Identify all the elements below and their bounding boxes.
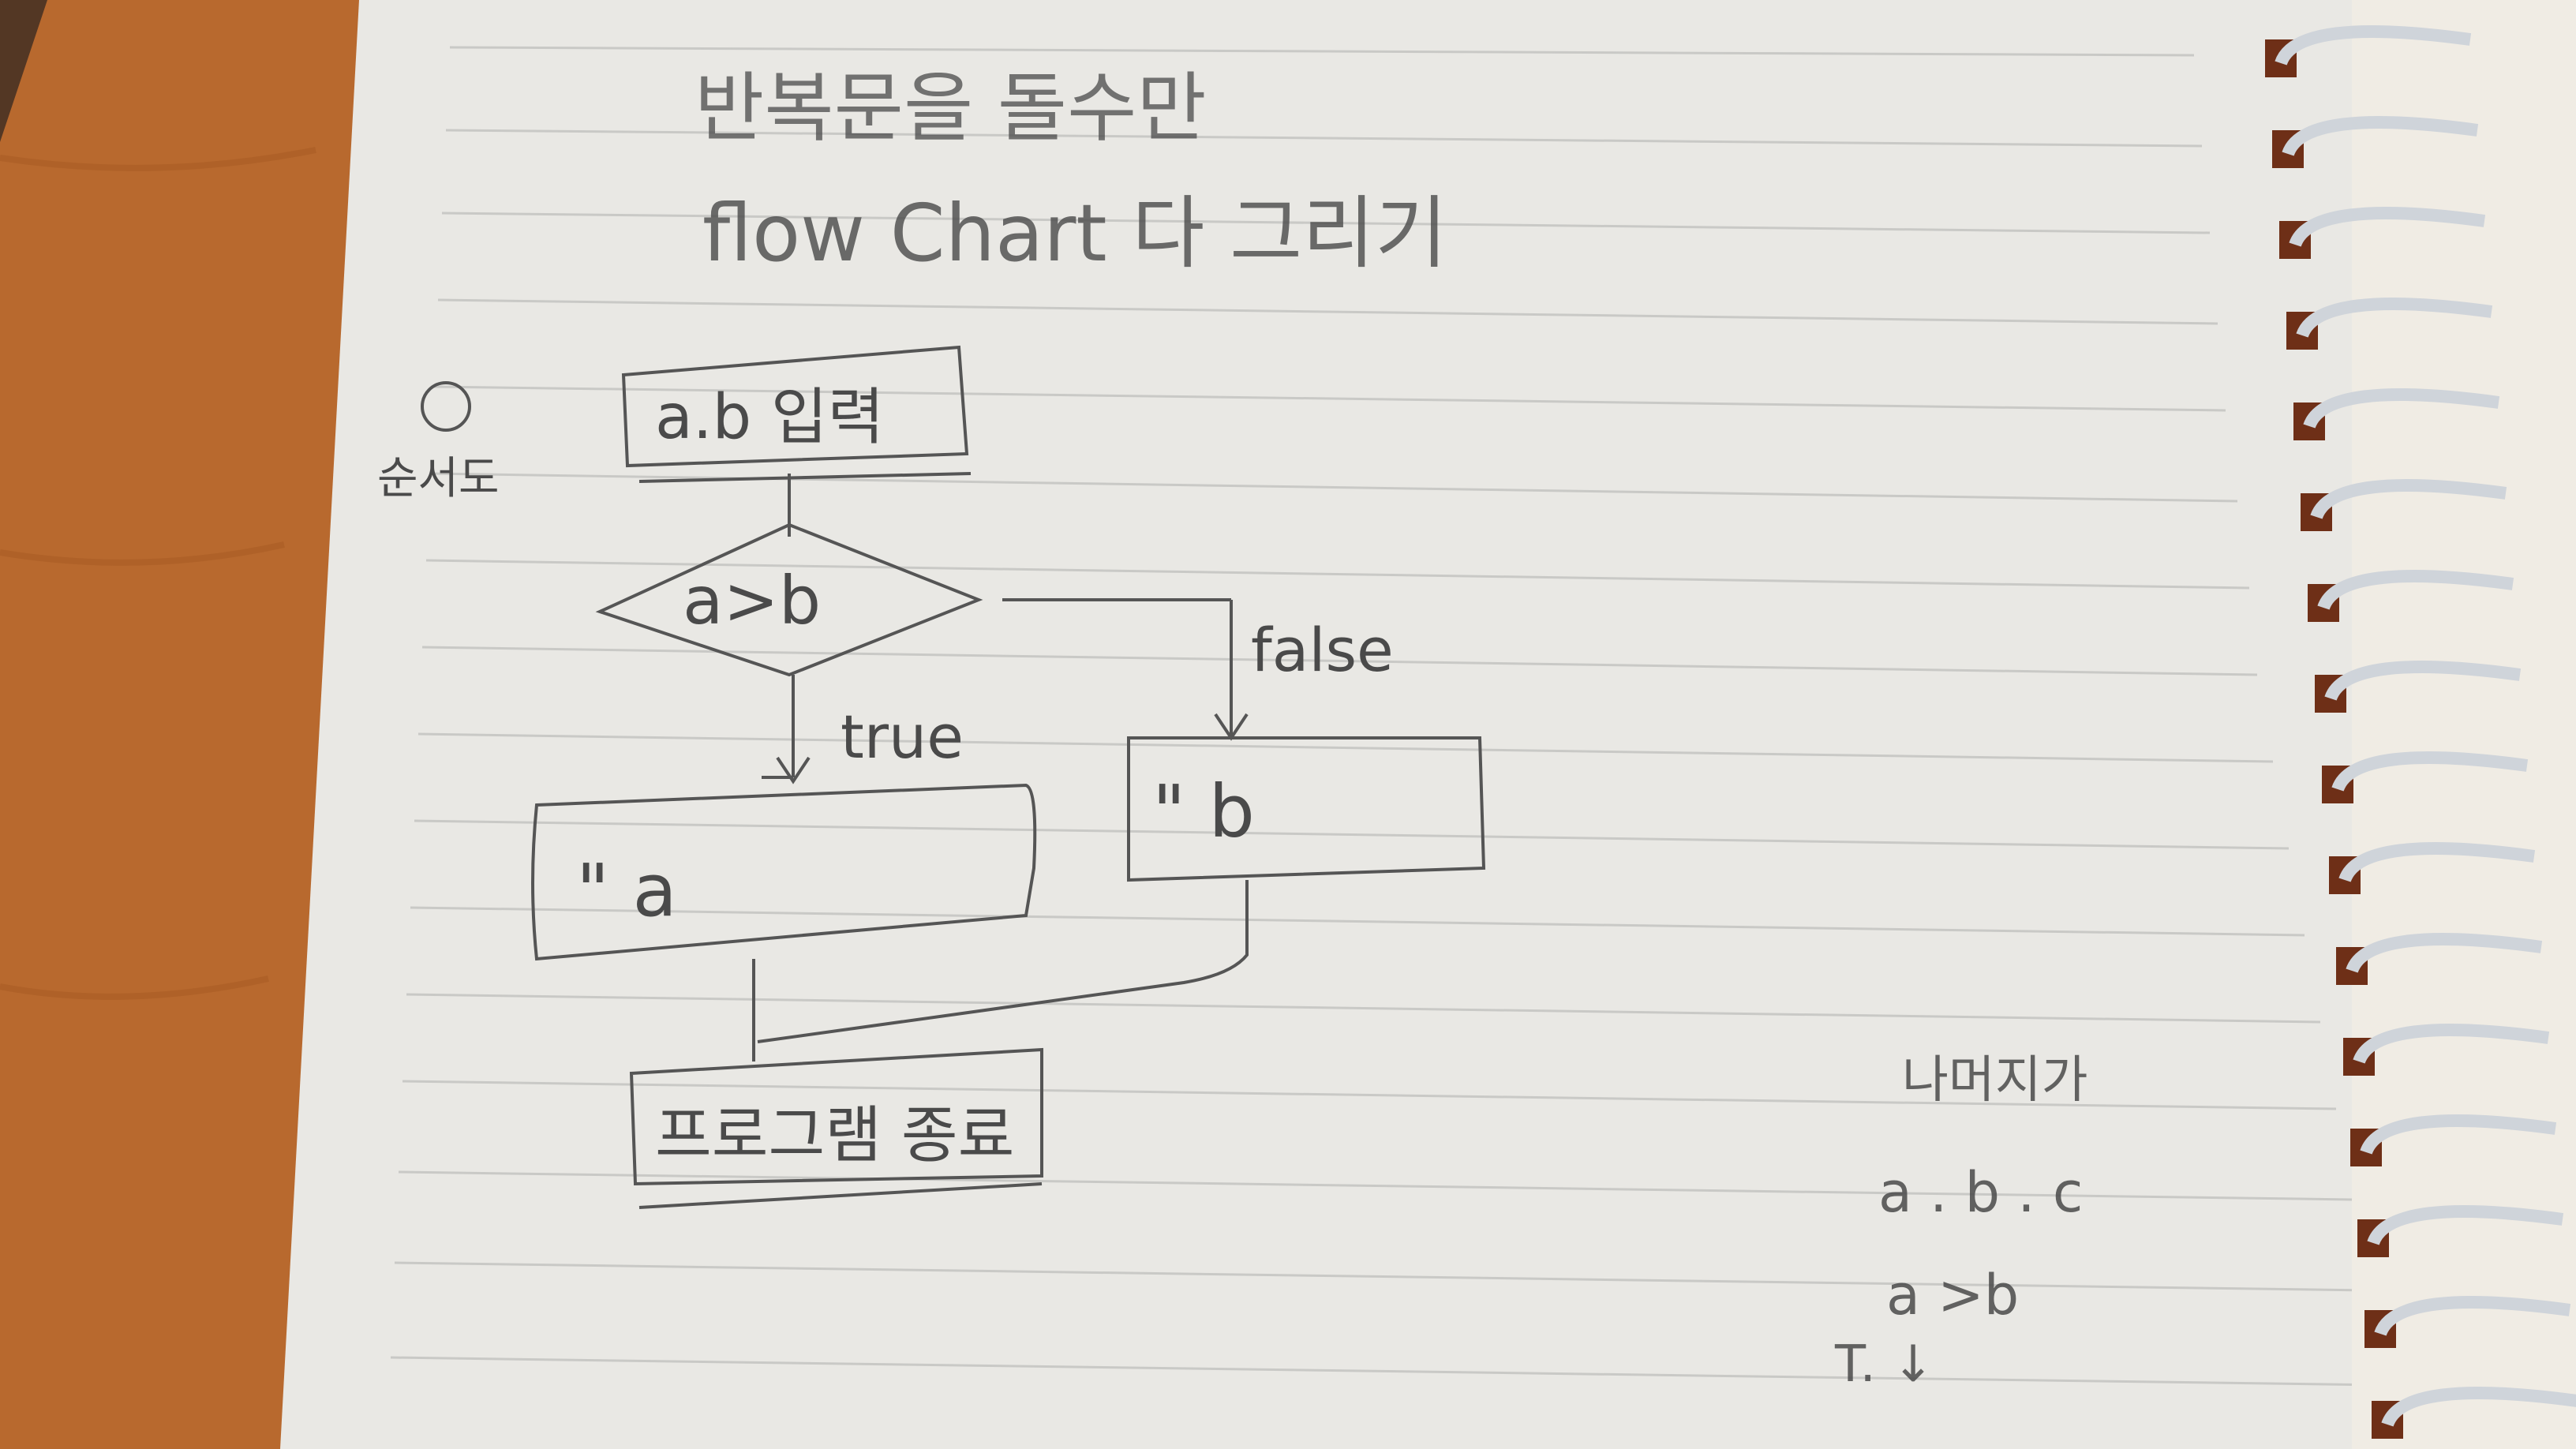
binding-coil [2296, 298, 2493, 339]
decision-diamond [595, 522, 983, 677]
binding-coil [2381, 1387, 2576, 1428]
binding-coil [2303, 388, 2500, 429]
start-box-label: a.b 입력 [655, 382, 884, 453]
true-output-label: " a [576, 848, 677, 933]
side-note-line-2: a >b [1886, 1263, 2019, 1327]
end-box-outline [629, 1047, 1043, 1186]
binding-coil [2289, 207, 2486, 248]
binding-coil [2275, 25, 2472, 66]
false-branch-label: false [1251, 615, 1394, 685]
flowchart [531, 345, 1486, 1209]
false-output-box [1127, 736, 1486, 882]
true-branch-label: true [841, 702, 964, 772]
binding-coil [2317, 570, 2514, 611]
binding-coil [2338, 842, 2536, 883]
ruled-lines [390, 46, 2384, 1387]
heading-line-1: 반복문을 돌수만 [695, 64, 1207, 152]
binding-coil [2374, 1296, 2571, 1337]
heading-line-2: flow Chart 다 그리기 [702, 187, 1447, 279]
end-box-label: 프로그램 종료 [655, 1100, 1014, 1171]
side-note-line-3: T. ↓ [1834, 1335, 1934, 1394]
true-output-box [531, 783, 1037, 961]
binding-coil [2331, 751, 2529, 792]
binding-coil [2324, 661, 2522, 702]
decision-label: a>b [683, 562, 821, 639]
binding-coil [2360, 1114, 2557, 1155]
false-output-label: " b [1152, 769, 1255, 854]
binding-coil [2310, 479, 2507, 520]
binding-coil [2282, 116, 2479, 157]
step-marker-circle [421, 381, 471, 432]
binding-coil [2367, 1205, 2564, 1246]
side-note-title: 나머지가 [1902, 1051, 2088, 1110]
start-box-outline [621, 345, 969, 468]
step-label: 순서도 [377, 453, 500, 504]
binding-coil [2346, 933, 2543, 974]
spiral-binding [2265, 0, 2576, 1449]
side-note-line-1: a . b . c [1878, 1160, 2083, 1225]
binding-coil [2353, 1024, 2550, 1065]
